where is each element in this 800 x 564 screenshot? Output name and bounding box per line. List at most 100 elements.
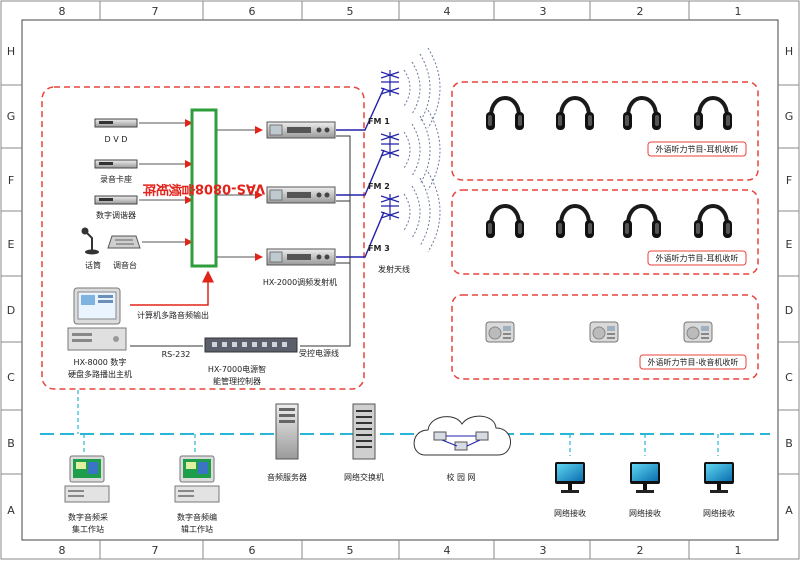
pc-output-label: 计算机多路音频输出 xyxy=(137,310,209,320)
matrix-label: VAS-0808音频矩阵 xyxy=(141,181,265,198)
digital-tuner-device: 数字调谐器 xyxy=(94,195,138,220)
audio-server-label: 音频服务器 xyxy=(267,472,307,482)
headphone-icon xyxy=(621,96,663,132)
top-col-label: 7 xyxy=(152,5,159,18)
radio-icon xyxy=(589,321,619,343)
headphone-icon xyxy=(554,96,596,132)
power-line-label: 受控电源线 xyxy=(299,348,339,358)
bottom-col-label: 7 xyxy=(152,544,159,557)
ws-capture-label-line2: 集工作站 xyxy=(72,524,104,534)
radio-group: 外语听力节目-收音机收听 xyxy=(485,321,747,370)
transmitter-1 xyxy=(266,121,336,139)
top-col-label: 5 xyxy=(347,5,354,18)
headphone-icon xyxy=(692,96,734,132)
hx7000-label-line1: HX-7000电源智 xyxy=(208,364,266,374)
headphone-group-2: 外语听力节目-耳机收听 xyxy=(484,204,747,266)
transmitter-3 xyxy=(266,248,336,266)
pc-to-matrix-arrow xyxy=(130,270,214,306)
right-row-label: G xyxy=(785,110,794,123)
group-3-caption: 外语听力节目-收音机收听 xyxy=(648,357,739,367)
mixer-device: 调音台 xyxy=(107,235,141,270)
tape-deck-device: 录音卡座 xyxy=(94,159,138,184)
antenna-label: 发射天线 xyxy=(378,264,410,274)
headphone-icon xyxy=(692,204,734,240)
network-drops xyxy=(77,390,719,456)
right-row-label: B xyxy=(785,437,793,450)
right-row-label: H xyxy=(785,45,793,58)
hx7000-power-controller xyxy=(204,337,298,353)
network-switch-label: 网络交换机 xyxy=(344,472,384,482)
hx7000-label-line2: 能管理控制器 xyxy=(213,376,261,386)
left-row-label: E xyxy=(8,238,15,251)
fm-label-1: FM 1 xyxy=(368,117,390,126)
fm-label-2: FM 2 xyxy=(368,182,390,191)
top-col-label: 4 xyxy=(444,5,451,18)
campus-network-cloud xyxy=(413,415,511,456)
left-row-label: H xyxy=(7,45,15,58)
headphone-group-1-box xyxy=(451,81,759,181)
left-row-label: G xyxy=(7,110,16,123)
grid-labels: 8 7 6 5 4 3 2 1 8 7 6 5 4 3 2 1 H G F E … xyxy=(7,5,794,557)
antenna-1 xyxy=(380,47,441,129)
group-2-caption: 外语听力节目-耳机收听 xyxy=(656,253,739,263)
ws-capture-label-line1: 数字音频采 xyxy=(68,512,108,522)
top-col-label: 3 xyxy=(540,5,547,18)
left-row-label: B xyxy=(7,437,15,450)
right-row-label: A xyxy=(785,504,793,517)
tape-deck-label: 录音卡座 xyxy=(100,174,132,184)
headphone-icon xyxy=(484,204,526,240)
audio-capture-workstation xyxy=(64,455,110,503)
bottom-col-label: 2 xyxy=(637,544,644,557)
transmitter-label: HX-2000调频发射机 xyxy=(263,277,337,287)
dvd-device: D V D xyxy=(94,118,138,144)
ws-edit-label-line2: 辑工作站 xyxy=(181,524,213,534)
transmitter-2 xyxy=(266,186,336,204)
headphone-group-2-box xyxy=(451,189,759,275)
group-1-caption: 外语听力节目-耳机收听 xyxy=(656,144,739,154)
radio-icon xyxy=(683,321,713,343)
digital-tuner-label: 数字调谐器 xyxy=(96,210,136,220)
right-row-label: C xyxy=(785,371,793,384)
radio-icon xyxy=(485,321,515,343)
radio-group-box xyxy=(451,294,759,380)
audio-server xyxy=(275,403,299,460)
headphone-group-1: 外语听力节目-耳机收听 xyxy=(484,96,747,157)
ws-edit-label-line1: 数字音频编 xyxy=(177,512,217,522)
power-control-lines xyxy=(130,135,351,347)
receiver-1-label: 网络接收 xyxy=(554,508,586,518)
mic-device: 话筒 xyxy=(81,227,101,270)
bottom-col-label: 8 xyxy=(59,544,66,557)
network-switch xyxy=(352,403,376,460)
headphone-icon xyxy=(484,96,526,132)
right-row-label: D xyxy=(785,304,793,317)
top-col-label: 6 xyxy=(249,5,256,18)
studio-group-box xyxy=(41,86,365,390)
mic-label: 话筒 xyxy=(85,260,101,270)
campus-network-label: 校 园 网 xyxy=(446,472,475,482)
dvd-label: D V D xyxy=(105,135,128,144)
network-receiver-1 xyxy=(555,462,585,493)
receiver-2-label: 网络接收 xyxy=(629,508,661,518)
hx8000-label-line2: 硬盘多路播出主机 xyxy=(68,369,132,379)
headphone-icon xyxy=(621,204,663,240)
right-row-label: E xyxy=(786,238,793,251)
top-col-label: 1 xyxy=(735,5,742,18)
audio-edit-workstation xyxy=(174,455,220,503)
rs232-label: RS-232 xyxy=(162,350,191,359)
bottom-col-label: 1 xyxy=(735,544,742,557)
left-row-label: D xyxy=(7,304,15,317)
matrix-to-transmitter-lines xyxy=(217,126,263,261)
network-receiver-3 xyxy=(704,462,734,493)
inner-frame xyxy=(21,19,779,541)
left-row-label: A xyxy=(7,504,15,517)
left-row-label: F xyxy=(8,174,14,187)
network-receiver-2 xyxy=(630,462,660,493)
top-col-label: 2 xyxy=(637,5,644,18)
fm-lines xyxy=(336,87,385,258)
fm-label-3: FM 3 xyxy=(368,244,390,253)
bottom-col-label: 3 xyxy=(540,544,547,557)
mixer-label: 调音台 xyxy=(113,260,137,270)
